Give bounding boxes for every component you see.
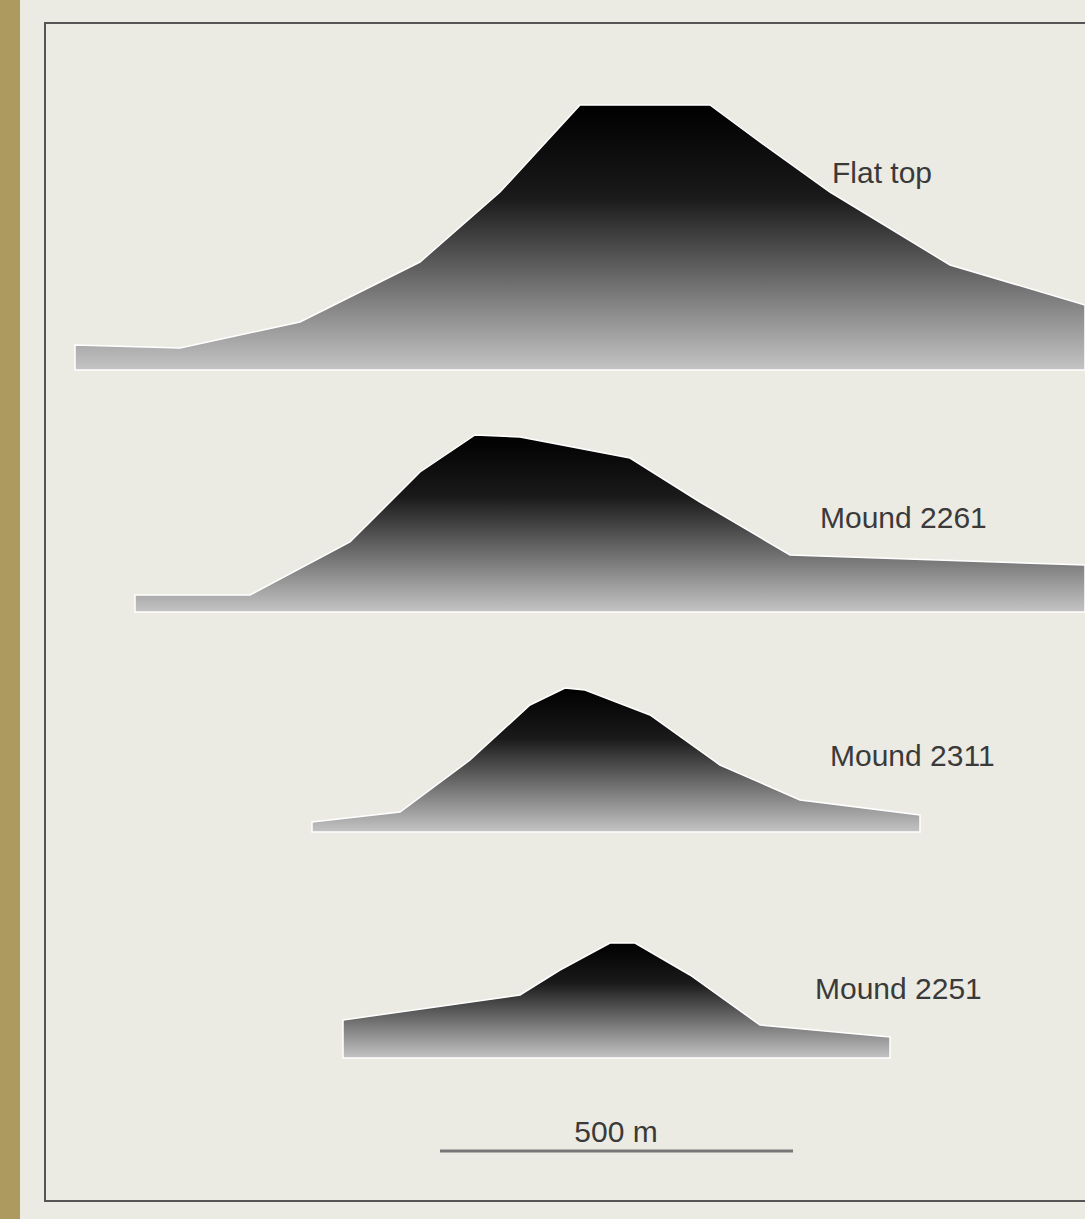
profile-label: Flat top [832,156,932,189]
scale-bar [440,1150,793,1153]
profile-label: Mound 2251 [815,972,982,1005]
mound-2261-profile [135,435,1085,612]
side-strip [0,0,20,1219]
frame [45,23,1085,1201]
scale-label: 500 m [574,1115,657,1148]
flat-top-profile [75,105,1085,370]
mound-2311-profile [312,688,920,832]
profile-label: Mound 2261 [820,501,987,534]
profile-label: Mound 2311 [830,739,995,772]
mound-2251-profile [343,943,890,1058]
